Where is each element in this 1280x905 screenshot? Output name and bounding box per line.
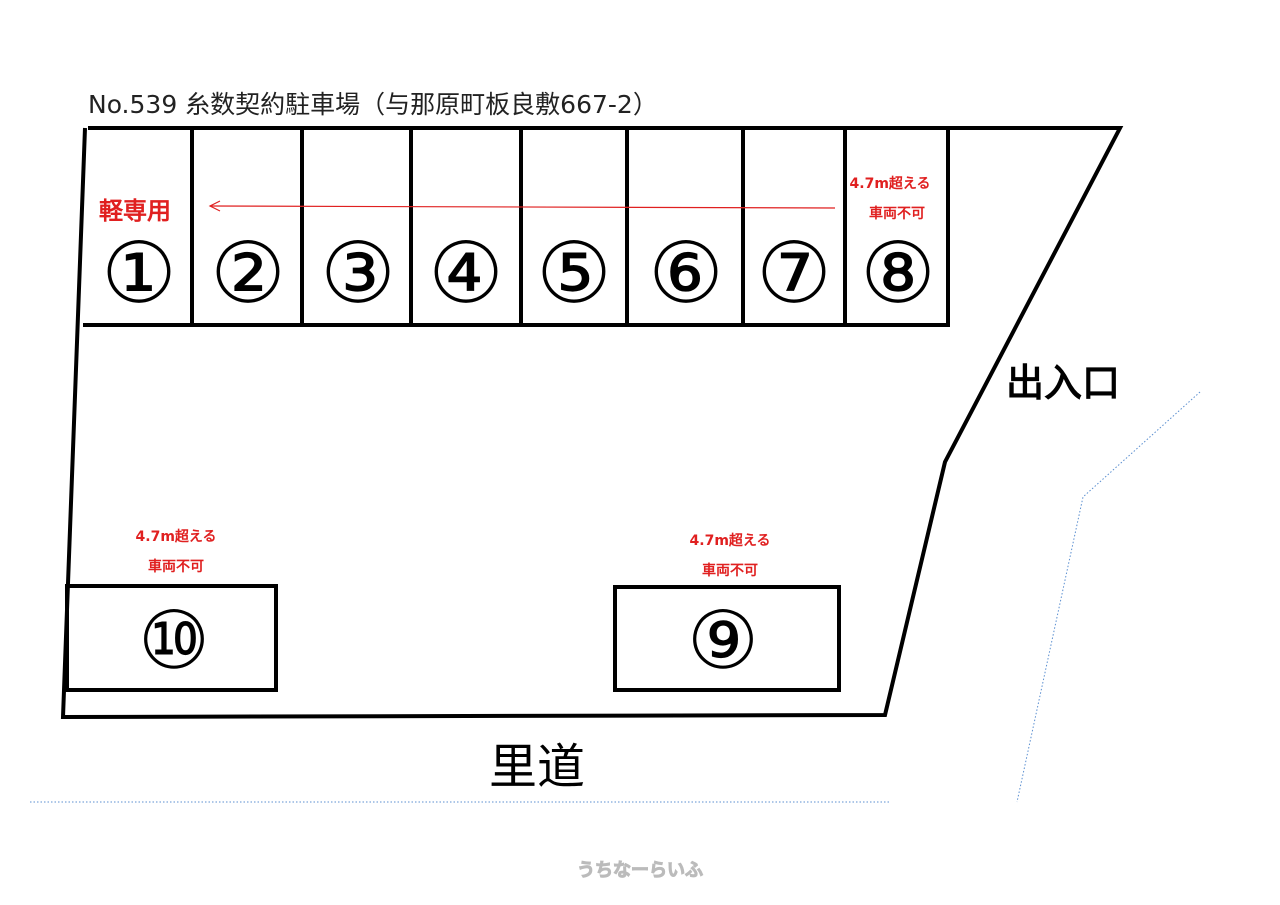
stall-5: ⑤ xyxy=(536,224,611,322)
stall-9-box xyxy=(613,585,841,692)
stall-10-box xyxy=(65,584,278,692)
notice-8-line1: 4.7m超える xyxy=(850,175,931,192)
notice-9-line1: 4.7m超える xyxy=(690,532,771,549)
stall-6: ⑥ xyxy=(648,224,723,322)
boundary-dotted-lines xyxy=(30,391,1201,803)
stall-8: ⑧ xyxy=(860,224,935,322)
road-label: 里道 xyxy=(489,739,585,795)
stall-3: ③ xyxy=(320,224,395,322)
lot-outline xyxy=(60,126,1124,720)
notice-10-line2: 車両不可 xyxy=(148,558,204,575)
stall-10: ⑩ xyxy=(138,594,210,687)
notice-8-line2: 車両不可 xyxy=(869,205,925,222)
stall-9: ⑨ xyxy=(687,594,759,687)
notice-9-line2: 車両不可 xyxy=(702,562,758,579)
stall-2: ② xyxy=(210,224,285,322)
kei-only-label: 軽専用 xyxy=(99,197,171,225)
page-title: No.539 糸数契約駐車場（与那原町板良敷667-2） xyxy=(88,90,658,119)
direction-arrow xyxy=(208,200,836,212)
notice-10-line1: 4.7m超える xyxy=(136,528,217,545)
stall-row xyxy=(83,128,950,327)
stall-1: ① xyxy=(101,224,176,322)
stall-7: ⑦ xyxy=(756,224,831,322)
stall-4: ④ xyxy=(428,224,503,322)
watermark: うちなーらいふ xyxy=(577,860,703,881)
entrance-label: 出入口 xyxy=(1006,361,1120,405)
